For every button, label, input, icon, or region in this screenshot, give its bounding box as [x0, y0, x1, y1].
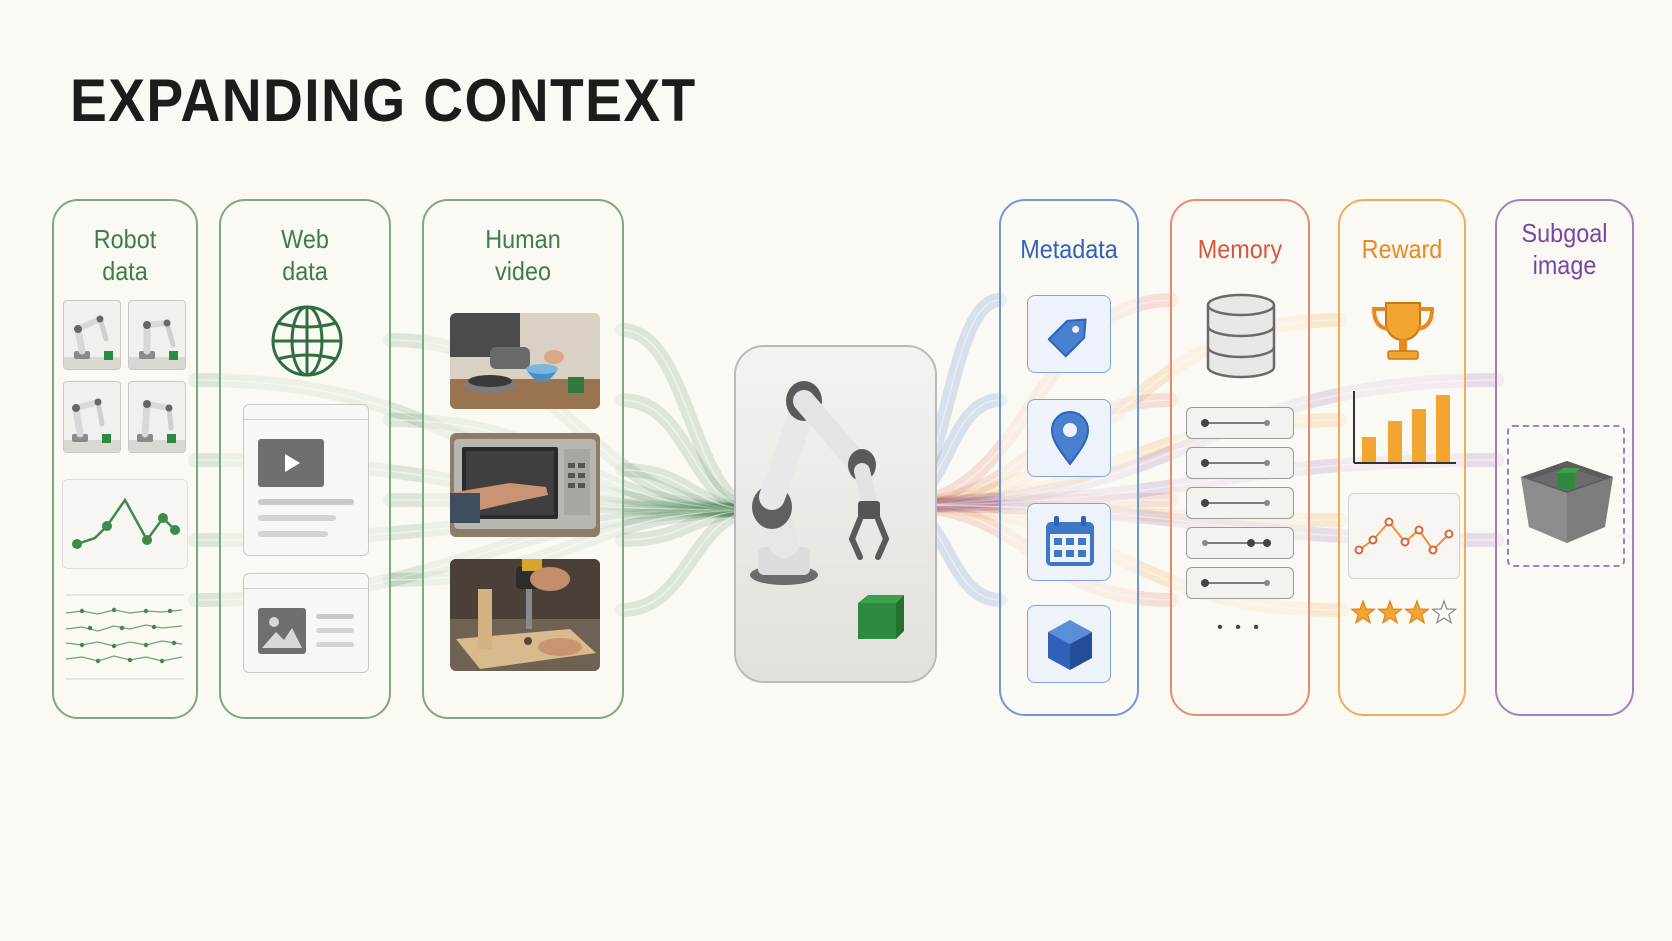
robot-arm-thumbnail: [128, 300, 186, 370]
line-chart-icon: [1354, 517, 1454, 555]
human-video-frame-kitchen: [450, 313, 600, 409]
page-title: EXPANDING CONTEXT: [70, 67, 697, 134]
human-video-frame-microwave: [450, 433, 600, 537]
robot-arm-thumbnail: [63, 381, 121, 453]
filled-star-icon: [1350, 599, 1377, 625]
bin-with-cube-icon: [1521, 461, 1613, 543]
image-icon: [258, 608, 306, 654]
star-icon: [1350, 599, 1458, 625]
tag-icon: [1027, 295, 1111, 373]
robot-data-panel: Robot data: [52, 199, 198, 719]
filled-star-icon: [1403, 599, 1431, 625]
memory-slot: [1186, 447, 1294, 479]
human-video-label-line1: Human: [485, 224, 561, 254]
metadata-panel: Metadata: [999, 199, 1139, 716]
location-pin-icon: [1027, 399, 1111, 477]
subgoal-image-label: Subgoal image: [1504, 217, 1626, 281]
star-rating: [1350, 599, 1458, 627]
globe-icon: [269, 303, 345, 379]
empty-star-icon: [1430, 599, 1458, 625]
subgoal-image-panel: Subgoal image: [1495, 199, 1634, 716]
trophy-icon: [1366, 297, 1440, 369]
robot-arm-icon: [64, 315, 120, 369]
image-webpage-card: [243, 573, 369, 673]
robot-arm-icon: [64, 398, 120, 452]
memory-panel: Memory • • •: [1170, 199, 1310, 716]
reward-curve-card: [1348, 493, 1460, 579]
robot-arm-icon: [129, 319, 185, 369]
subgoal-image-label-line2: image: [1532, 250, 1597, 280]
web-data-label-line2: data: [282, 256, 328, 286]
robot-data-label-line2: data: [102, 256, 148, 286]
video-webpage-card: [243, 404, 369, 556]
reward-panel: Reward: [1338, 199, 1466, 716]
memory-slot: [1186, 487, 1294, 519]
memory-slot: [1186, 567, 1294, 599]
robot-arm-model-card: [734, 345, 937, 683]
robot-data-label: Robot data: [61, 223, 189, 287]
robot-arm-icon: [736, 347, 935, 681]
filled-star-icon: [1376, 599, 1404, 625]
calendar-icon: [1027, 503, 1111, 581]
trajectory-plot-card: [62, 479, 188, 569]
web-data-label: Web data: [229, 223, 380, 287]
human-video-label: Human video: [434, 223, 612, 287]
memory-label: Memory: [1197, 234, 1283, 264]
human-video-panel: Human video: [422, 199, 624, 719]
subgoal-image-frame: [1507, 425, 1625, 567]
database-icon: [1204, 293, 1278, 379]
cube-icon: [1027, 605, 1111, 683]
memory-ellipsis: • • •: [1217, 619, 1263, 636]
timeseries-icon: [65, 594, 184, 680]
web-data-panel: Web data: [219, 199, 391, 719]
reward-label: Reward: [1361, 234, 1443, 264]
memory-slot: [1186, 527, 1294, 559]
human-video-label-line2: video: [495, 256, 551, 286]
web-data-label-line1: Web: [281, 224, 329, 254]
robot-arm-icon: [129, 400, 185, 452]
human-video-frame-drill: [450, 559, 600, 671]
sensor-timeseries-grid: [62, 591, 188, 683]
subgoal-image-label-line1: Subgoal: [1521, 218, 1608, 248]
robot-arm-thumbnail: [63, 300, 121, 370]
metadata-label: Metadata: [1020, 234, 1118, 264]
robot-data-label-line1: Robot: [93, 224, 157, 254]
bar-chart-icon: [1350, 391, 1458, 469]
robot-arm-thumbnail: [128, 381, 186, 453]
video-play-icon: [258, 439, 324, 487]
memory-slot: [1186, 407, 1294, 439]
line-chart-icon: [72, 497, 180, 549]
